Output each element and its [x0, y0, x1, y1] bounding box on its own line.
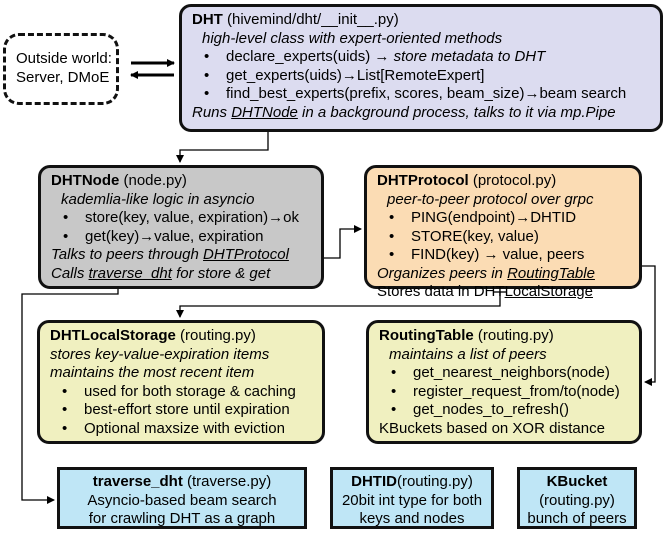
- protocol-desc: peer-to-peer protocol over grpc: [387, 190, 594, 208]
- dht-item-declare-note: store metadata to DHT: [393, 48, 546, 65]
- bullet: •: [204, 85, 210, 102]
- storage-item-3: Optional maxsize with eviction: [84, 419, 285, 437]
- localstorage-box: DHTLocalStorage (routing.py) stores key-…: [37, 320, 325, 444]
- dhtid-line2: keys and nodes: [359, 510, 465, 527]
- dhtnode-line1-pre: Talks to peers through: [51, 246, 204, 263]
- bullet: •: [62, 401, 68, 418]
- dhtnode-line2-pre: Calls: [51, 264, 89, 282]
- routing-item-3: get_nodes_to_refresh(): [413, 401, 569, 418]
- storage-item-1: used for both storage & caching: [84, 382, 296, 400]
- dht-desc: high-level class with expert-oriented me…: [202, 29, 503, 47]
- dht-title: DHT: [192, 11, 223, 28]
- kbucket-title: KBucket: [546, 473, 608, 490]
- dhtnode-title: DHTNode: [51, 172, 120, 189]
- dhtnode-to-traverse-connector: [21, 284, 119, 504]
- bullet: •: [62, 419, 68, 437]
- dht-footer-pre: Runs: [192, 103, 232, 121]
- routingtable-box: RoutingTable (routing.py) maintains a li…: [366, 320, 642, 444]
- protocol-title: DHTProtocol: [377, 172, 469, 189]
- traverse-line2: for crawling DHT as a graph: [88, 510, 276, 527]
- kbucket-line2: bunch of peers: [527, 510, 627, 527]
- dht-box: DHT (hivemind/dht/__init__.py) high-leve…: [179, 4, 663, 132]
- dhtid-line1: 20bit int type for both: [341, 491, 483, 509]
- dhtnode-path: (node.py): [123, 172, 187, 189]
- traverse-title: traverse_dht: [92, 473, 183, 490]
- dhtid-title: DHTID: [351, 473, 397, 490]
- dht-item-declare: declare_experts(uids) →: [226, 48, 394, 65]
- dht-item-get: get_experts(uids)→List[RemoteExpert]: [226, 66, 485, 84]
- traverse-line1: Asyncio-based beam search: [87, 491, 277, 509]
- kbucket-line1: (routing.py): [539, 491, 615, 509]
- protocol-item-store: STORE(key, value): [411, 227, 539, 245]
- bullet: •: [391, 382, 397, 400]
- storage-path: (routing.py): [180, 327, 256, 344]
- bullet: •: [389, 246, 395, 263]
- bullet: •: [63, 227, 69, 245]
- storage-desc2: maintains the most recent item: [50, 364, 255, 381]
- bullet: •: [389, 209, 395, 226]
- protocol-item-find: FIND(key) → value, peers: [411, 246, 585, 263]
- dht-path: (hivemind/dht/__init__.py): [227, 11, 399, 28]
- bullet: •: [204, 66, 210, 84]
- dht-item-find: find_best_experts(prefix, scores, beam_s…: [226, 85, 627, 102]
- protocol-box: DHTProtocol (protocol.py) peer-to-peer p…: [364, 165, 642, 300]
- routing-item-1: get_nearest_neighbors(node): [413, 364, 610, 381]
- bullet: •: [63, 209, 69, 226]
- dhtnode-box: DHTNode (node.py) kademlia-like logic in…: [38, 165, 324, 289]
- protocol-line2-link: LocalStorage: [504, 283, 593, 300]
- routing-footer: KBuckets based on XOR distance: [379, 419, 605, 437]
- storage-title: DHTLocalStorage: [50, 327, 176, 344]
- dhtnode-line1-link: DHTProtocol: [203, 246, 289, 263]
- bullet: •: [204, 48, 210, 65]
- dhtnode-desc: kademlia-like logic in asyncio: [61, 190, 255, 208]
- protocol-path: (protocol.py): [472, 172, 557, 189]
- traverse-path: (traverse.py): [187, 473, 272, 490]
- dhtid-box: DHTID(routing.py) 20bit int type for bot…: [330, 467, 494, 529]
- outside-line2: Server, DMoE: [16, 68, 110, 86]
- traverse-box: traverse_dht (traverse.py) Asyncio-based…: [57, 467, 307, 529]
- outside-line1: Outside world:: [16, 50, 112, 67]
- storage-item-2: best-effort store until expiration: [84, 401, 290, 418]
- dht-to-dhtnode-connector: [176, 128, 269, 163]
- routing-title: RoutingTable: [379, 327, 474, 344]
- routing-item-2: register_request_from/to(node): [413, 382, 620, 400]
- protocol-to-storage-connector: [176, 292, 501, 318]
- dhtid-path: (routing.py): [396, 473, 473, 490]
- routing-path: (routing.py): [477, 327, 554, 344]
- dht-footer-link: DHTNode: [231, 103, 298, 121]
- bullet: •: [389, 227, 395, 245]
- protocol-line1-pre: Organizes peers in: [377, 264, 508, 282]
- dhtnode-line2-post: for store & get: [171, 264, 271, 282]
- storage-desc1: stores key-value-expiration items: [50, 345, 270, 363]
- dht-footer-post: in a background process, talks to it via…: [297, 103, 616, 121]
- bullet: •: [62, 382, 68, 400]
- protocol-line1-link: RoutingTable: [507, 264, 595, 282]
- dhtnode-line2-link: traverse_dht: [88, 264, 172, 282]
- dhtnode-item-get: get(key)→value, expiration: [85, 227, 264, 245]
- protocol-line2-pre: Stores data in DHT: [377, 283, 505, 300]
- outside-world-box: Outside world: Server, DMoE: [3, 33, 119, 105]
- protocol-item-ping: PING(endpoint)→DHTID: [411, 209, 577, 226]
- routing-desc: maintains a list of peers: [389, 345, 547, 363]
- bullet: •: [391, 364, 397, 381]
- dhtnode-to-protocol-connector: [314, 225, 362, 259]
- bullet: •: [391, 401, 397, 418]
- kbucket-box: KBucket (routing.py) bunch of peers: [517, 467, 637, 529]
- dhtnode-item-store: store(key, value, expiration)→ok: [85, 209, 299, 226]
